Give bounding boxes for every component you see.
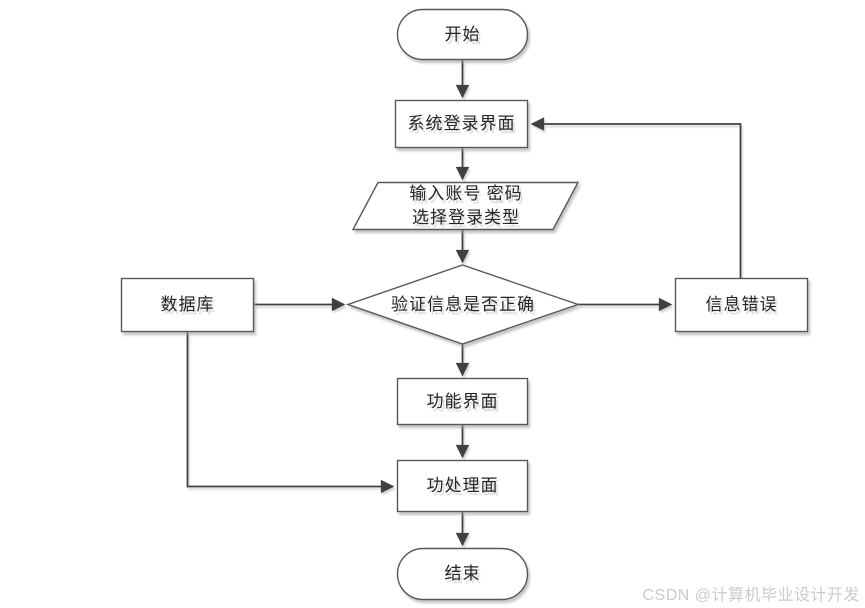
database-process-shape	[120, 277, 255, 333]
end-terminator-shape	[396, 547, 529, 601]
start-terminator-shape	[396, 8, 529, 61]
verify-decision-shape	[345, 264, 581, 345]
error-process-shape	[674, 277, 809, 333]
edge-error-to-login-feedback	[530, 117, 742, 278]
function-process-shape	[396, 377, 529, 426]
processing-process-shape	[396, 459, 529, 513]
edge-database-to-processing	[186, 332, 395, 494]
login-process-shape	[394, 99, 529, 149]
input-parallelogram-shape	[351, 181, 580, 231]
csdn-watermark: CSDN @计算机毕业设计开发	[642, 587, 860, 604]
